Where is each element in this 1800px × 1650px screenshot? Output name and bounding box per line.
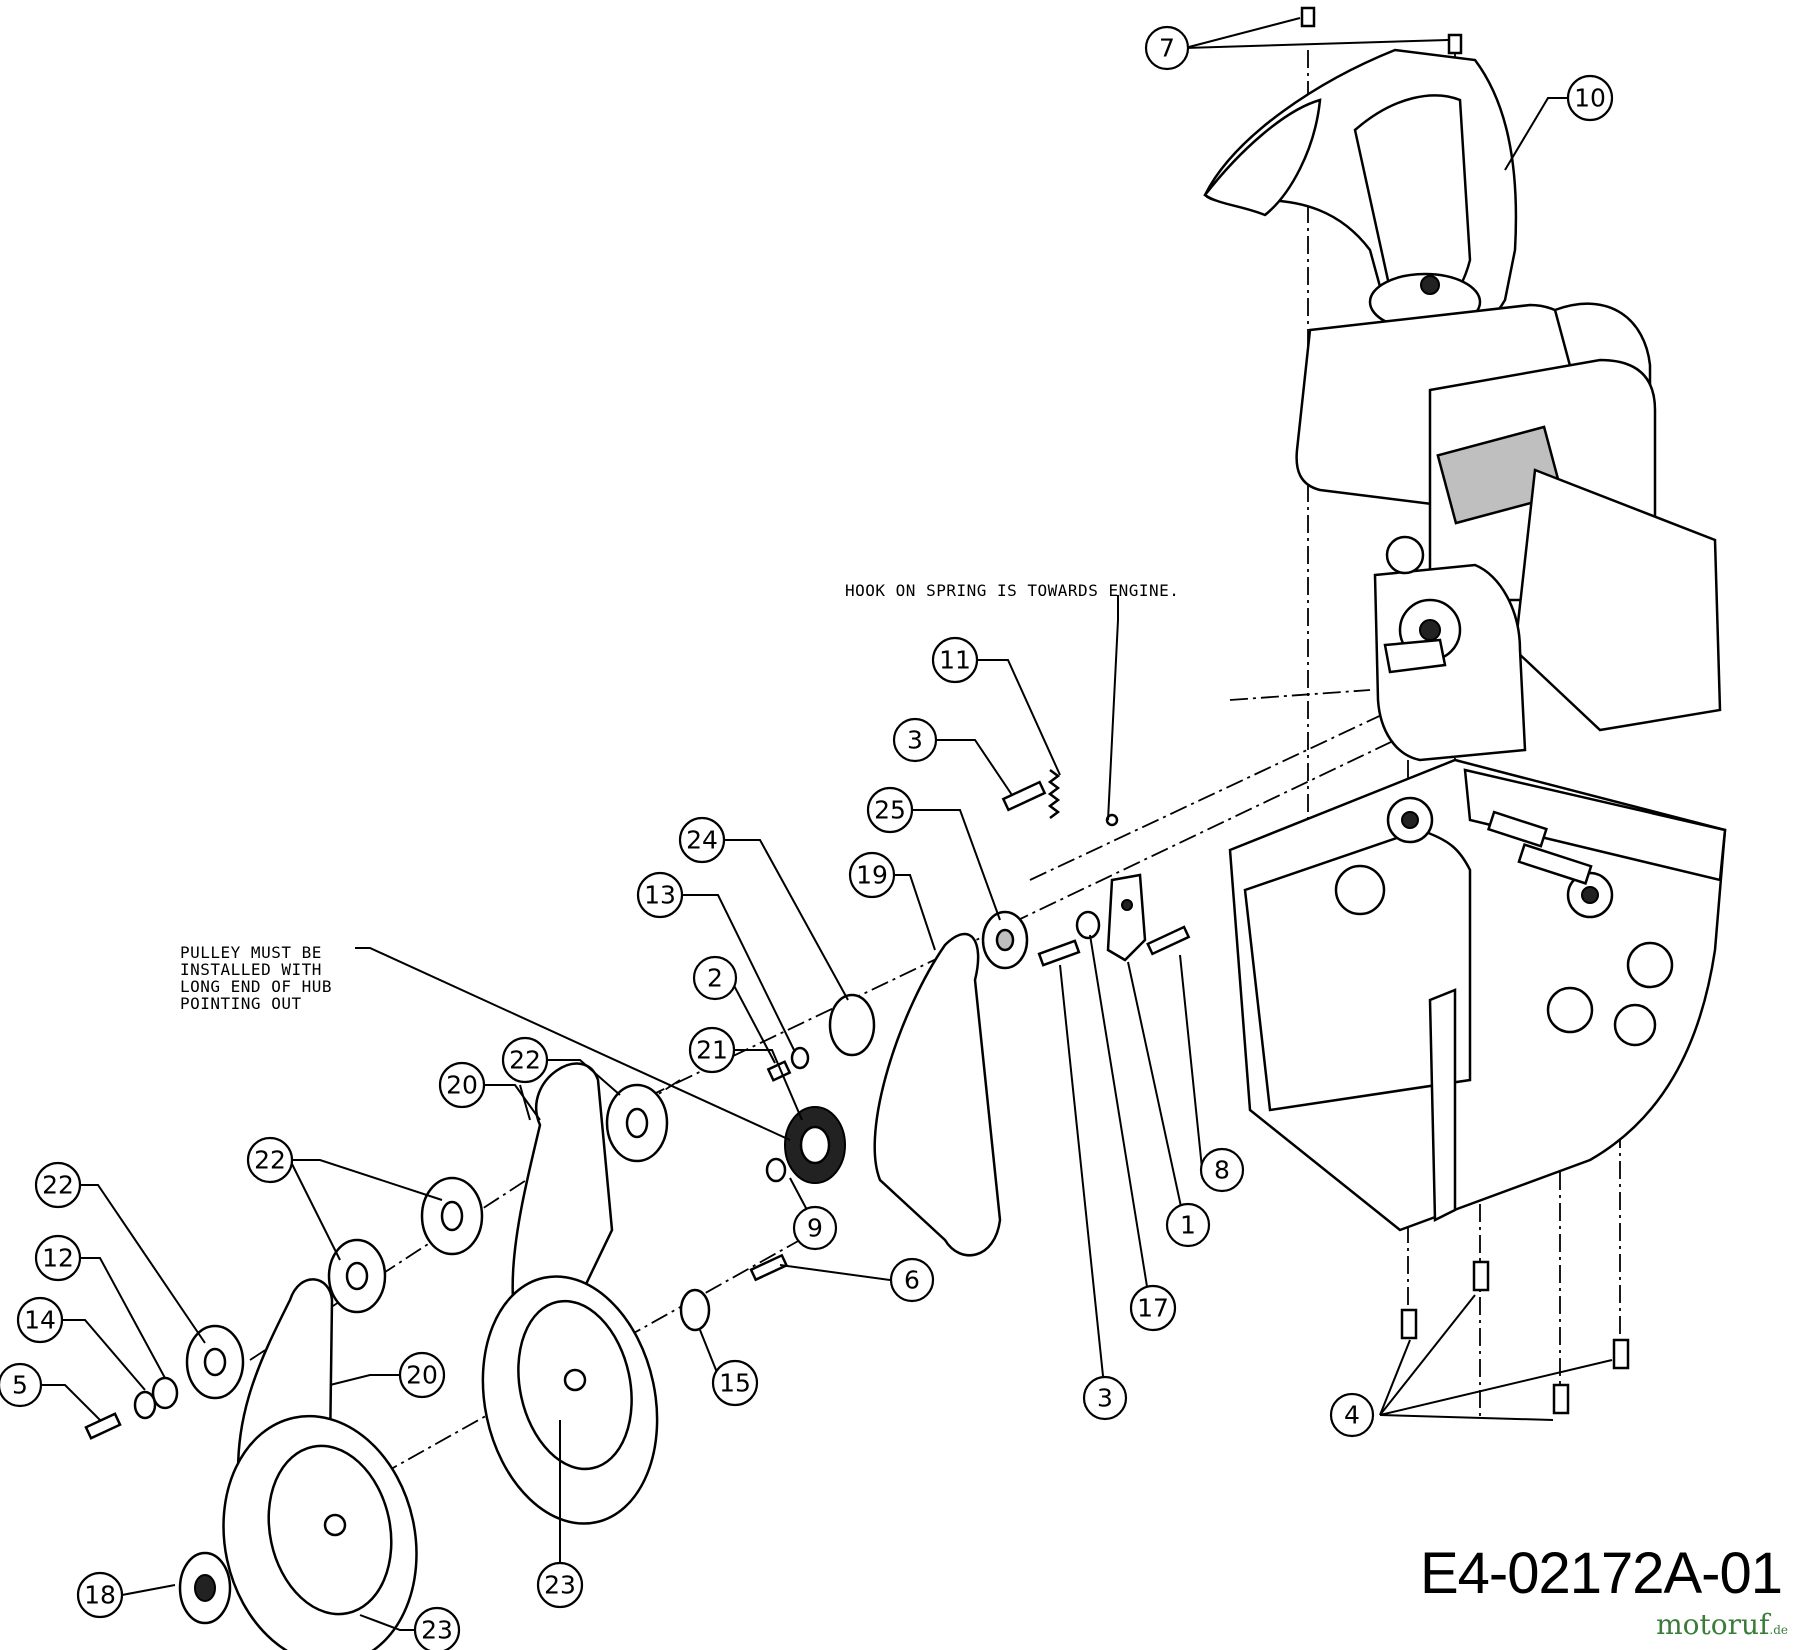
belt-guard-24 (828, 993, 876, 1057)
callout-5: 5 (0, 1362, 43, 1408)
pulley-note-line-1: PULLEY MUST BE (180, 943, 322, 962)
hub-washer-22-top (605, 1083, 669, 1163)
watermark-suffix: .de (1769, 1623, 1788, 1637)
callout-23-lower: 23 (413, 1606, 461, 1650)
callout-15: 15 (711, 1359, 759, 1407)
svg-text:22: 22 (254, 1146, 286, 1175)
callout-12: 12 (34, 1234, 82, 1282)
spring-hook-note: HOOK ON SPRING IS TOWARDS ENGINE. (845, 581, 1179, 600)
svg-text:2: 2 (707, 964, 723, 993)
callout-8: 8 (1199, 1147, 1245, 1193)
svg-text:13: 13 (644, 881, 676, 910)
svg-text:22: 22 (509, 1046, 541, 1075)
v-belt-19 (873, 932, 1002, 1257)
callout-11: 11 (931, 636, 979, 684)
bolt-2 (766, 1060, 792, 1082)
svg-text:22: 22 (42, 1171, 74, 1200)
callout-22-top: 22 (501, 1036, 549, 1084)
svg-text:5: 5 (12, 1371, 28, 1400)
callout-23-upper: 23 (536, 1561, 584, 1609)
svg-text:20: 20 (446, 1071, 478, 1100)
callout-14: 14 (16, 1296, 64, 1344)
svg-text:8: 8 (1214, 1156, 1230, 1185)
callout-3-lower: 3 (1082, 1375, 1128, 1421)
callout-18: 18 (76, 1571, 124, 1619)
idler-bracket (1106, 873, 1147, 962)
svg-text:20: 20 (406, 1361, 438, 1390)
svg-text:23: 23 (421, 1616, 453, 1645)
callout-17: 17 (1129, 1284, 1177, 1332)
svg-text:3: 3 (1097, 1384, 1113, 1413)
hub-washer-22-inner (327, 1238, 387, 1314)
engine-pulley-21 (784, 1106, 846, 1184)
svg-text:14: 14 (24, 1306, 56, 1335)
svg-text:1: 1 (1180, 1211, 1196, 1240)
drawing-number: E4-02172A-01 (1419, 1541, 1783, 1606)
idler-spring (1047, 769, 1119, 827)
mounting-bolts-4 (1400, 1260, 1630, 1415)
spring-hook-note-text: HOOK ON SPRING IS TOWARDS ENGINE. (845, 581, 1179, 600)
bolt-6 (749, 1253, 789, 1282)
drive-pulley-23-upper (481, 1275, 659, 1525)
watermark-logo: motoruf.de (1656, 1608, 1788, 1641)
bolt-5 (84, 1412, 122, 1440)
callout-20-lower: 20 (398, 1351, 446, 1399)
shoulder-bolt-3-upper (1001, 780, 1047, 812)
callout-1: 1 (1165, 1202, 1211, 1248)
callout-2: 2 (692, 955, 738, 1001)
washer-15 (679, 1288, 711, 1332)
svg-text:21: 21 (696, 1036, 728, 1065)
callout-3-upper: 3 (892, 717, 938, 763)
callout-9: 9 (792, 1205, 838, 1251)
svg-text:12: 12 (42, 1244, 74, 1273)
pulley-note-line-4: POINTING OUT (180, 994, 302, 1013)
svg-text:25: 25 (874, 796, 906, 825)
svg-text:24: 24 (686, 826, 718, 855)
callout-7: 7 (1144, 25, 1190, 71)
callout-13: 13 (636, 871, 684, 919)
callout-21: 21 (688, 1026, 736, 1074)
callout-22-left: 22 (34, 1161, 82, 1209)
callout-4: 4 (1329, 1392, 1375, 1438)
bolt-8 (1146, 925, 1191, 956)
watermark-name: motoruf (1656, 1608, 1770, 1641)
svg-text:3: 3 (907, 726, 923, 755)
svg-text:17: 17 (1137, 1294, 1169, 1323)
pulley-install-note: PULLEY MUST BE INSTALLED WITH LONG END O… (180, 943, 332, 1013)
drive-pulley-23-lower (222, 1414, 418, 1650)
callout-24: 24 (678, 816, 726, 864)
svg-text:19: 19 (856, 861, 888, 890)
idler-pulley-25 (981, 910, 1029, 970)
callout-20-upper: 20 (438, 1061, 486, 1109)
svg-text:6: 6 (904, 1266, 920, 1295)
svg-text:11: 11 (939, 646, 971, 675)
spacer-17 (1075, 910, 1101, 940)
bearing-18 (178, 1551, 232, 1625)
pulley-note-line-3: LONG END OF HUB (180, 977, 332, 996)
callout-19: 19 (848, 851, 896, 899)
callout-22-mid: 22 (246, 1136, 294, 1184)
shoulder-bolt-3-lower (1037, 939, 1081, 967)
pulley-note-line-2: INSTALLED WITH (180, 960, 322, 979)
chute-bolts-7 (1300, 6, 1463, 55)
svg-text:9: 9 (807, 1214, 823, 1243)
washer-13 (790, 1046, 810, 1070)
svg-text:15: 15 (719, 1369, 751, 1398)
frame-housing (1228, 758, 1727, 1232)
callout-6: 6 (889, 1257, 935, 1303)
callout-10: 10 (1566, 74, 1614, 122)
engine (1295, 302, 1722, 762)
hub-washer-22-outer (185, 1324, 245, 1400)
washer-14 (133, 1390, 157, 1420)
washer-12 (151, 1376, 179, 1410)
nut-9 (765, 1157, 787, 1183)
svg-text:18: 18 (84, 1581, 116, 1610)
hub-washer-22-mid (420, 1176, 484, 1256)
svg-text:4: 4 (1344, 1401, 1360, 1430)
callout-25: 25 (866, 786, 914, 834)
svg-text:10: 10 (1574, 84, 1606, 113)
svg-text:7: 7 (1159, 34, 1175, 63)
svg-text:23: 23 (544, 1571, 576, 1600)
